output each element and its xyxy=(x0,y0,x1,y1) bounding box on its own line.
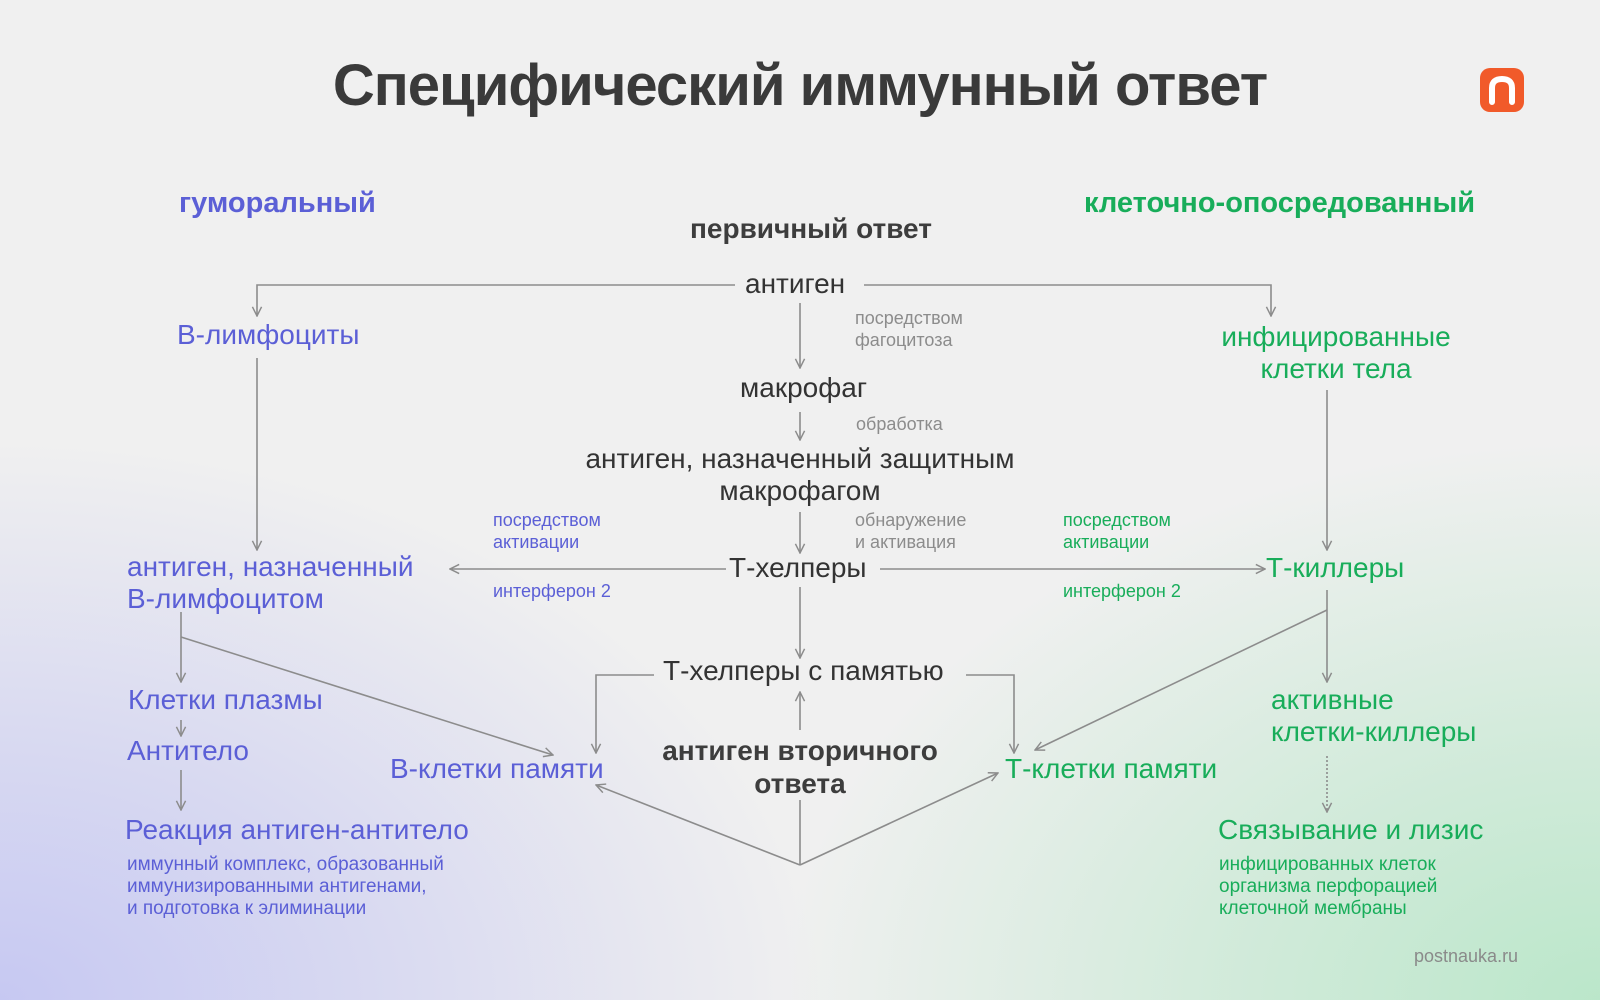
node-t-killers: Т-киллеры xyxy=(1266,552,1405,583)
postnauka-logo-icon xyxy=(1480,68,1524,112)
arrow-antigen-to-b-lymphocytes xyxy=(257,284,735,316)
primary-response-label: первичный ответ xyxy=(690,213,932,244)
edge-label-interferon-right: интерферон 2 xyxy=(1063,581,1181,601)
humoral-heading: гуморальный xyxy=(179,187,376,219)
arrow-secondary-to-b-memory xyxy=(596,785,801,866)
node-t-memory: Т-клетки памяти xyxy=(1005,753,1218,784)
node-antibody: Антитело xyxy=(127,735,249,766)
node-macrophage: макрофаг xyxy=(740,372,868,403)
arrow-secondary-to-t-memory xyxy=(799,773,998,866)
node-antigen: антиген xyxy=(745,268,846,299)
arrow-t-helpers-memory-to-b-memory xyxy=(596,674,654,753)
cellular-heading: клеточно-опосредованный xyxy=(1084,187,1476,219)
arrow-t-helpers-memory-to-t-memory xyxy=(966,674,1014,753)
node-b-memory: В-клетки памяти xyxy=(390,753,604,784)
node-t-helpers: Т-хелперы xyxy=(729,552,867,583)
arrow-antigen-b-to-b-memory xyxy=(180,636,553,755)
page-title: Специфический иммунный ответ xyxy=(332,53,1268,118)
brand-link[interactable]: postnauka.ru xyxy=(1414,946,1519,966)
arrow-t-killers-to-t-memory xyxy=(1035,609,1328,750)
arrow-antigen-to-infected-cells xyxy=(864,284,1271,316)
node-reaction: Реакция антиген-антитело xyxy=(125,814,469,845)
node-binding: Связывание и лизис xyxy=(1218,814,1484,845)
node-t-helpers-memory: Т-хелперы с памятью xyxy=(663,655,944,686)
node-b-lymphocytes: В-лимфоциты xyxy=(177,319,360,350)
edge-label-interferon-left: интерферон 2 xyxy=(493,581,611,601)
node-plasma-cells: Клетки плазмы xyxy=(128,684,323,715)
edge-label-processing: обработка xyxy=(856,414,943,434)
